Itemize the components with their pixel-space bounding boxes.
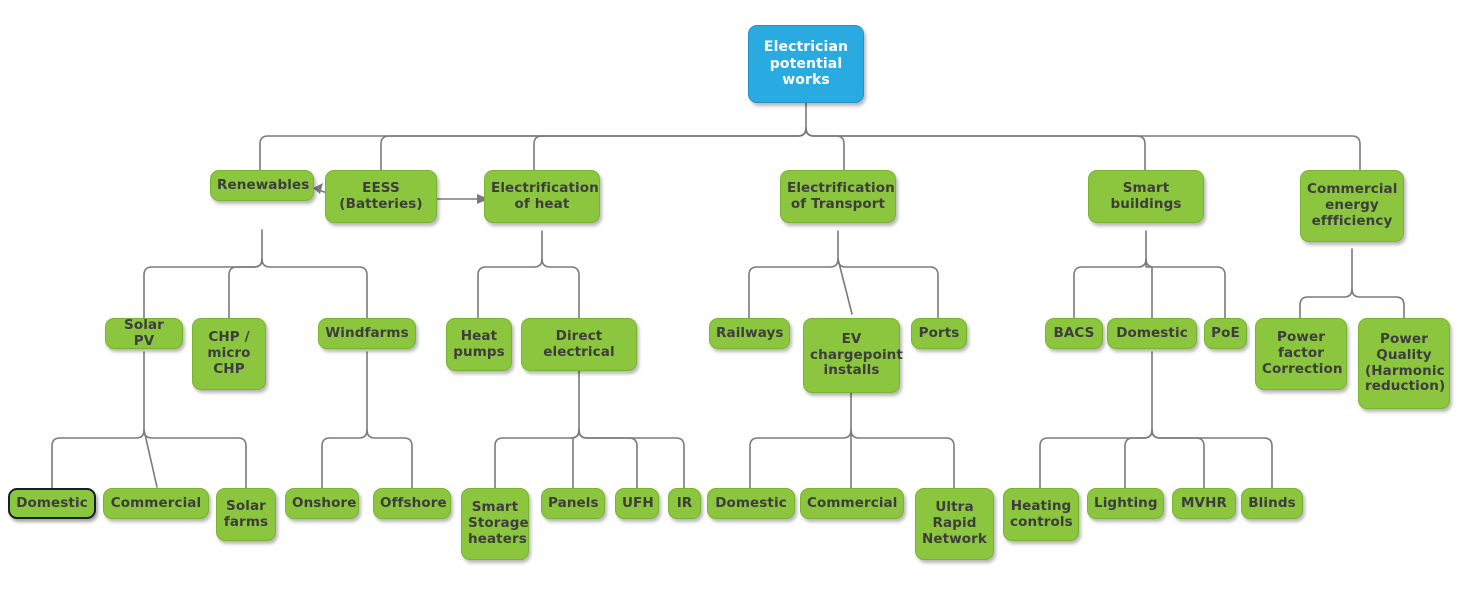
- node-solar-farms[interactable]: Solar farms: [216, 488, 276, 541]
- node-heat-pumps[interactable]: Heat pumps: [446, 318, 512, 371]
- node-offshore[interactable]: Offshore: [373, 488, 451, 519]
- node-ir[interactable]: IR: [668, 488, 701, 519]
- node-electrification-of-heat[interactable]: Electrification of heat: [484, 170, 600, 223]
- node-smart-buildings-domestic-label: Domestic: [1116, 324, 1188, 341]
- node-root[interactable]: Electrician potential works: [748, 25, 864, 103]
- node-chp-micro-chp[interactable]: CHP / micro CHP: [192, 318, 266, 390]
- node-ev-chargepoint-installs-label: EV chargepoint installs: [810, 330, 903, 379]
- node-mvhr[interactable]: MVHR: [1172, 488, 1236, 519]
- node-blinds[interactable]: Blinds: [1241, 488, 1303, 519]
- node-mvhr-label: MVHR: [1181, 494, 1227, 511]
- node-ports[interactable]: Ports: [911, 318, 967, 349]
- node-lighting-label: Lighting: [1094, 494, 1158, 511]
- node-railways-label: Railways: [716, 324, 784, 341]
- node-ev-commercial[interactable]: Commercial: [800, 488, 904, 519]
- node-direct-electrical[interactable]: Direct electrical: [521, 318, 637, 371]
- node-lighting[interactable]: Lighting: [1087, 488, 1164, 519]
- node-windfarms-label: Windfarms: [325, 324, 409, 341]
- node-electrification-of-transport-label: Electrification of Transport: [787, 179, 895, 212]
- node-ev-domestic-label: Domestic: [715, 494, 787, 511]
- node-chp-micro-chp-label: CHP / micro CHP: [207, 329, 251, 377]
- node-ufh[interactable]: UFH: [615, 488, 659, 519]
- node-blinds-label: Blinds: [1248, 494, 1296, 511]
- node-commercial-energy-efficiency-label: Commercial energy effficiency: [1307, 181, 1398, 229]
- node-power-factor-correction[interactable]: Power factor Correction: [1255, 318, 1347, 390]
- node-solar-pv-domestic-label: Domestic: [16, 494, 88, 511]
- node-ev-chargepoint-installs[interactable]: EV chargepoint installs: [803, 318, 903, 393]
- node-offshore-label: Offshore: [380, 494, 447, 511]
- node-power-factor-correction-label: Power factor Correction: [1262, 329, 1343, 377]
- node-solar-farms-label: Solar farms: [223, 497, 269, 530]
- node-onshore-label: Onshore: [292, 494, 357, 511]
- node-eess[interactable]: EESS (Batteries): [325, 170, 437, 223]
- node-solar-pv[interactable]: Solar PV: [105, 316, 183, 349]
- node-power-quality-harmonic-reduction-label: Power Quality (Harmonic reduction): [1365, 330, 1446, 395]
- node-smart-buildings-domestic[interactable]: Domestic: [1107, 318, 1197, 349]
- node-panels-label: Panels: [548, 494, 599, 511]
- node-bacs[interactable]: BACS: [1045, 318, 1103, 349]
- node-onshore[interactable]: Onshore: [285, 488, 359, 519]
- node-smart-storage-heaters-label: Smart Storage heaters: [468, 499, 529, 547]
- node-direct-electrical-label: Direct electrical: [543, 327, 615, 360]
- node-bacs-label: BACS: [1053, 324, 1095, 341]
- node-solar-pv-commercial-label: Commercial: [110, 494, 202, 511]
- node-ev-domestic[interactable]: Domestic: [707, 488, 795, 519]
- node-renewables[interactable]: Renewables: [210, 170, 314, 201]
- node-panels[interactable]: Panels: [541, 488, 605, 519]
- node-railways[interactable]: Railways: [709, 318, 790, 349]
- node-smart-storage-heaters[interactable]: Smart Storage heaters: [461, 488, 529, 560]
- node-eess-label: EESS (Batteries): [339, 179, 423, 212]
- node-ports-label: Ports: [918, 324, 960, 341]
- node-ev-commercial-label: Commercial: [807, 494, 898, 511]
- node-smart-buildings[interactable]: Smart buildings: [1088, 170, 1204, 223]
- node-poe-label: PoE: [1211, 324, 1240, 341]
- node-root-line-3: works: [782, 72, 830, 89]
- node-ufh-label: UFH: [622, 494, 654, 511]
- node-heating-controls-label: Heating controls: [1010, 497, 1073, 530]
- node-solar-pv-commercial[interactable]: Commercial: [103, 488, 209, 519]
- node-renewables-label: Renewables: [217, 176, 310, 193]
- node-root-label: Electrician potential works: [755, 39, 857, 89]
- node-power-quality-harmonic-reduction[interactable]: Power Quality (Harmonic reduction): [1358, 318, 1450, 409]
- node-commercial-energy-efficiency[interactable]: Commercial energy effficiency: [1300, 170, 1404, 242]
- node-root-line-1: Electrician: [763, 39, 849, 56]
- node-ir-label: IR: [676, 494, 693, 511]
- node-poe[interactable]: PoE: [1204, 318, 1247, 349]
- node-solar-pv-domestic[interactable]: Domestic: [8, 488, 96, 519]
- node-electrification-of-heat-label: Electrification of heat: [491, 179, 599, 212]
- node-windfarms[interactable]: Windfarms: [318, 318, 416, 349]
- node-smart-buildings-label: Smart buildings: [1110, 179, 1182, 212]
- node-electrification-of-transport[interactable]: Electrification of Transport: [780, 170, 896, 223]
- node-root-line-2: potential: [769, 55, 843, 72]
- node-ultra-rapid-network-label: Ultra Rapid Network: [922, 499, 987, 547]
- node-ultra-rapid-network[interactable]: Ultra Rapid Network: [915, 488, 994, 560]
- node-heating-controls[interactable]: Heating controls: [1003, 488, 1079, 541]
- node-solar-pv-label: Solar PV: [124, 316, 164, 349]
- node-heat-pumps-label: Heat pumps: [453, 327, 505, 360]
